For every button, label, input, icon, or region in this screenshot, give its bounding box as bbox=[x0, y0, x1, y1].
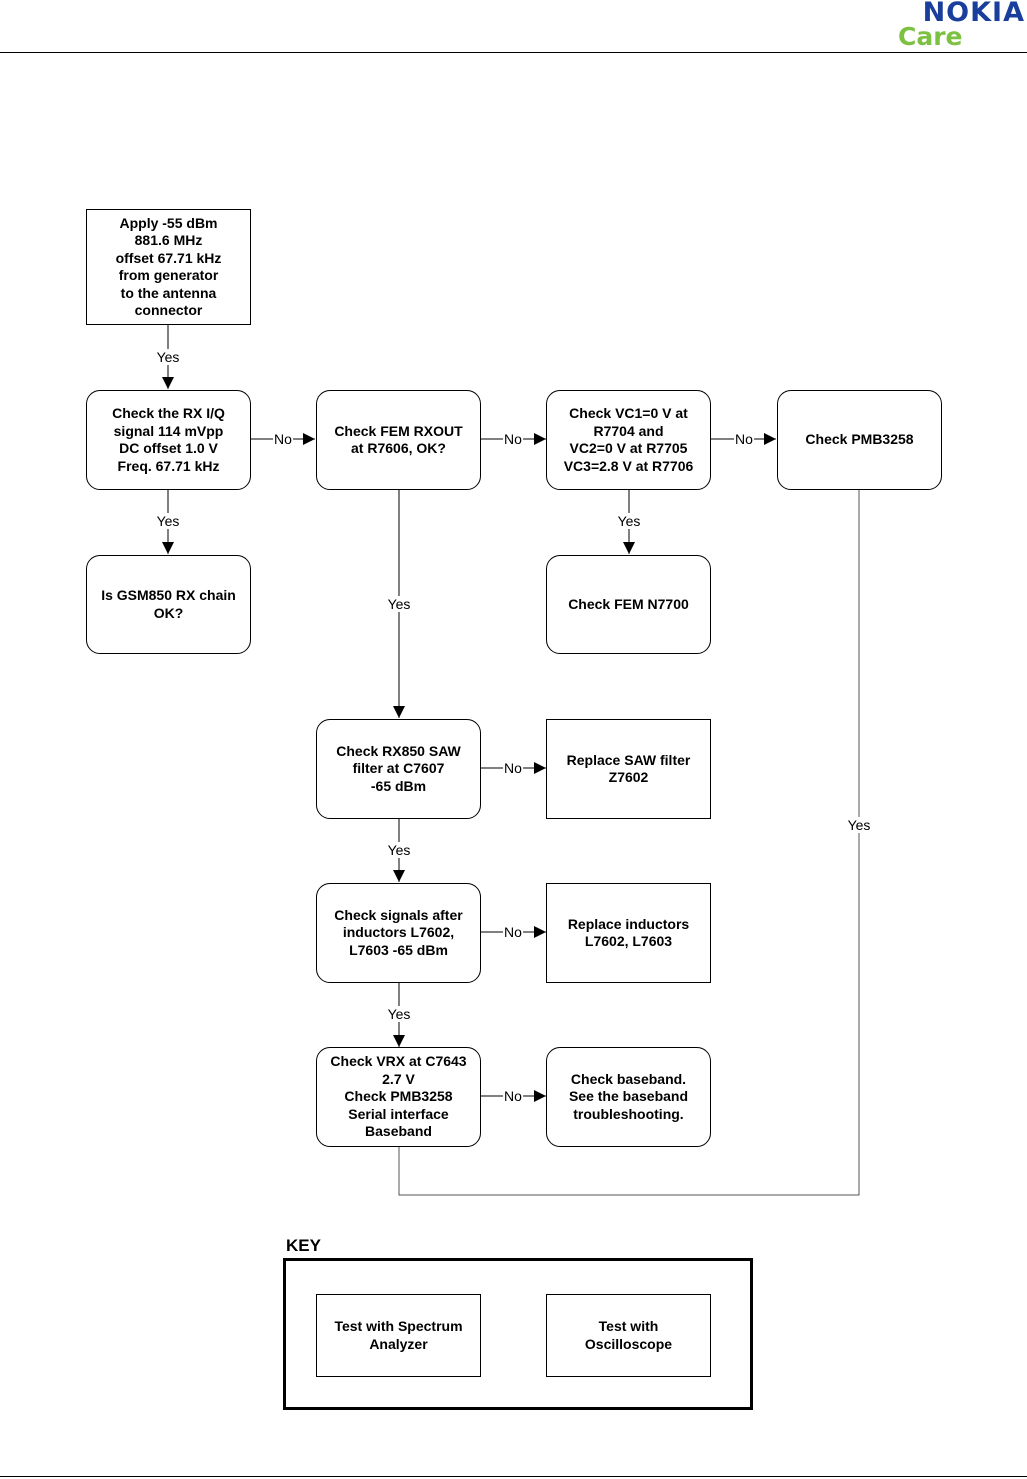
label-yes-saw: Yes bbox=[386, 842, 412, 858]
label-no-vc: No bbox=[734, 431, 754, 447]
node-chain-ok-text: Is GSM850 RX chain OK? bbox=[101, 587, 236, 621]
node-inductor-replace-text: Replace inductors L7602, L7603 bbox=[567, 915, 690, 950]
node-check-rx-iq: Check the RX I/Q signal 114 mVpp DC offs… bbox=[86, 390, 251, 490]
node-check-rx-iq-text: Check the RX I/Q signal 114 mVpp DC offs… bbox=[112, 405, 225, 474]
node-fem-rxout-text: Check FEM RXOUT at R7606, OK? bbox=[334, 422, 463, 457]
node-apply-signal: Apply -55 dBm 881.6 MHz offset 67.71 kHz… bbox=[86, 209, 251, 325]
node-saw-replace-text: Replace SAW filter Z7602 bbox=[566, 751, 691, 786]
node-inductor-check-text: Check signals after inductors L7602, L76… bbox=[334, 906, 463, 958]
node-chain-ok: Is GSM850 RX chain OK? bbox=[86, 555, 251, 654]
node-inductor-check: Check signals after inductors L7602, L76… bbox=[316, 883, 481, 983]
node-fem-rxout: Check FEM RXOUT at R7606, OK? bbox=[316, 390, 481, 490]
label-yes-apply: Yes bbox=[155, 349, 181, 365]
key-oscilloscope-text: Test with Oscilloscope bbox=[584, 1318, 673, 1352]
node-saw-check: Check RX850 SAW filter at C7607 -65 dBm bbox=[316, 719, 481, 819]
node-fem-n7700-text: Check FEM N7700 bbox=[568, 595, 689, 612]
label-no-saw: No bbox=[503, 760, 523, 776]
node-check-pmb: Check PMB3258 bbox=[777, 390, 942, 490]
node-fem-n7700: Check FEM N7700 bbox=[546, 555, 711, 654]
label-no-vrx: No bbox=[503, 1088, 523, 1104]
key-frame bbox=[283, 1258, 753, 1410]
label-yes-fem: Yes bbox=[386, 596, 412, 612]
label-yes-pmb: Yes bbox=[846, 817, 872, 833]
node-apply-text: Apply -55 dBm 881.6 MHz offset 67.71 kHz… bbox=[115, 214, 222, 319]
loop-pmb-to-vrx bbox=[398, 489, 860, 1196]
node-saw-check-text: Check RX850 SAW filter at C7607 -65 dBm bbox=[336, 742, 461, 794]
label-yes-rxiq: Yes bbox=[155, 513, 181, 529]
key-title: KEY bbox=[286, 1236, 321, 1255]
node-check-pmb-text: Check PMB3258 bbox=[805, 431, 914, 448]
node-vrx-check: Check VRX at C7643 2.7 V Check PMB3258 S… bbox=[316, 1047, 481, 1147]
node-check-vc-text: Check VC1=0 V at R7704 and VC2=0 V at R7… bbox=[563, 405, 694, 474]
label-no-rxiq: No bbox=[273, 431, 293, 447]
header-rule bbox=[0, 52, 1027, 53]
node-check-vc: Check VC1=0 V at R7704 and VC2=0 V at R7… bbox=[546, 390, 711, 490]
node-baseband: Check baseband. See the baseband trouble… bbox=[546, 1047, 711, 1147]
logo-brand: NOKIA bbox=[922, 0, 1025, 28]
node-baseband-text: Check baseband. See the baseband trouble… bbox=[568, 1070, 689, 1122]
label-no-fem: No bbox=[503, 431, 523, 447]
node-saw-replace: Replace SAW filter Z7602 bbox=[546, 719, 711, 819]
label-yes-ind: Yes bbox=[386, 1006, 412, 1022]
node-inductor-replace: Replace inductors L7602, L7603 bbox=[546, 883, 711, 983]
label-yes-vc: Yes bbox=[616, 513, 642, 529]
key-spectrum-analyzer: Test with Spectrum Analyzer bbox=[316, 1294, 481, 1377]
label-no-ind: No bbox=[503, 924, 523, 940]
key-oscilloscope: Test with Oscilloscope bbox=[546, 1294, 711, 1377]
footer-rule bbox=[0, 1476, 1027, 1477]
logo-sub: Care bbox=[898, 22, 963, 51]
key-spectrum-text: Test with Spectrum Analyzer bbox=[334, 1318, 463, 1352]
nokia-care-logo: NOKIA Care bbox=[896, 0, 1027, 52]
node-vrx-check-text: Check VRX at C7643 2.7 V Check PMB3258 S… bbox=[330, 1053, 467, 1140]
